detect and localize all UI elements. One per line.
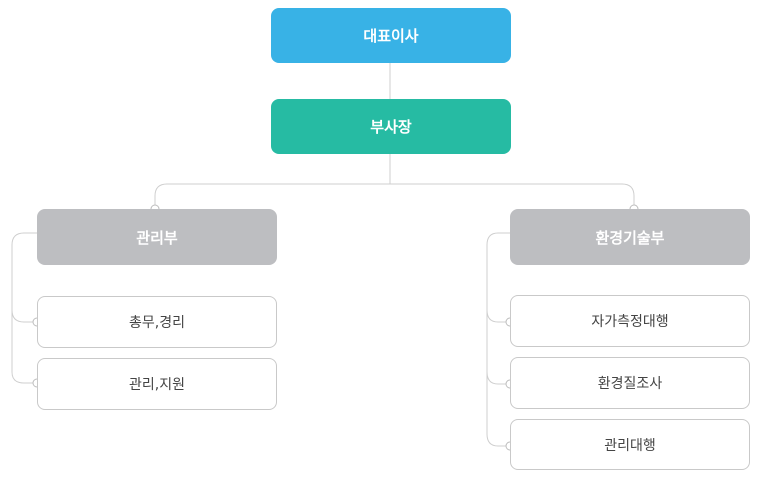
- dept-box-management: 관리부: [37, 209, 277, 265]
- connector-dept-left-team2: [11, 310, 37, 384]
- dept-label: 관리부: [136, 228, 178, 247]
- vp-box: 부사장: [271, 99, 511, 154]
- dept-label: 환경기술부: [595, 228, 665, 247]
- dept-box-environment: 환경기술부: [510, 209, 750, 265]
- ceo-label: 대표이사: [363, 27, 419, 45]
- connector-branch-depts: [154, 183, 635, 209]
- ceo-box: 대표이사: [271, 8, 511, 63]
- team-label: 환경질조사: [597, 376, 663, 392]
- team-box: 총무,경리: [37, 296, 277, 348]
- team-label: 관리대행: [604, 437, 656, 454]
- team-box: 환경질조사: [510, 357, 750, 409]
- team-box: 자가측정대행: [510, 295, 750, 347]
- team-box: 관리,지원: [37, 358, 277, 410]
- connector-dept-right-team1: [486, 232, 510, 323]
- team-label: 총무,경리: [129, 315, 185, 331]
- vp-label: 부사장: [370, 118, 412, 136]
- connector-dept-right-team3: [486, 372, 510, 447]
- connector-dept-left-team1: [11, 232, 37, 323]
- team-label: 관리,지원: [129, 377, 185, 393]
- team-label: 자가측정대행: [591, 314, 669, 330]
- team-box: 관리대행: [510, 419, 750, 470]
